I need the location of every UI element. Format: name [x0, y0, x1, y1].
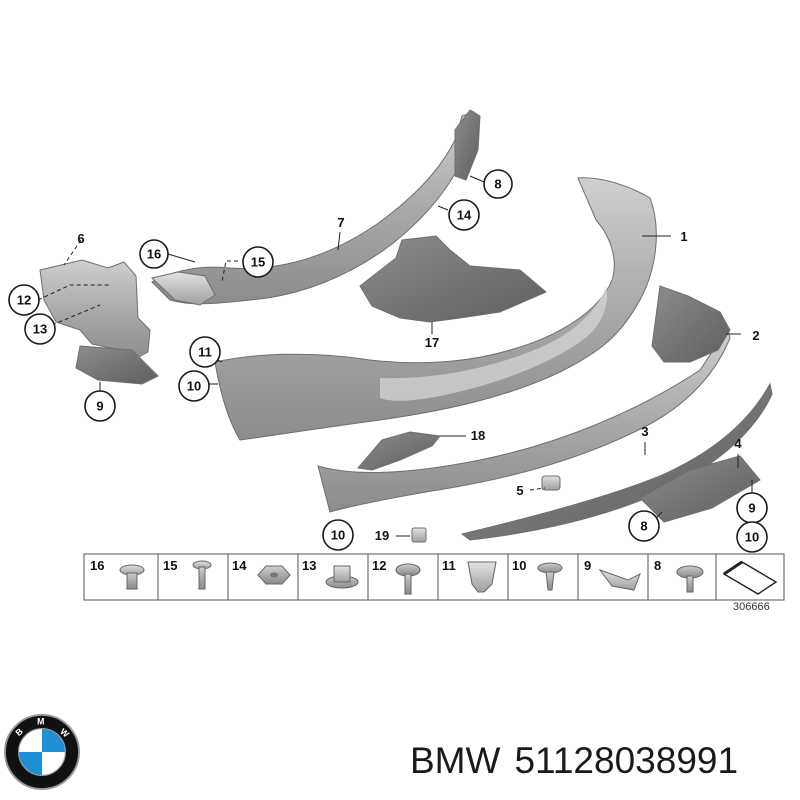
carrier-left-end-part: [150, 271, 216, 306]
svg-text:12: 12: [17, 293, 31, 308]
svg-text:8: 8: [494, 177, 501, 192]
hex-bolt-icon: [676, 565, 704, 593]
callout-10-c: 10: [736, 521, 768, 553]
label-5: 5: [516, 483, 523, 498]
callout-14: 14: [448, 199, 480, 231]
fastener-legend: 16 15 14 13 12 11: [83, 553, 785, 601]
clip-part: [411, 527, 427, 543]
label-2: 2: [752, 328, 759, 343]
side-bracket-lower-part: [75, 345, 159, 385]
clip-nut-icon: [467, 561, 497, 593]
svg-text:11: 11: [198, 345, 212, 360]
diffuser-strip-part: [460, 382, 773, 541]
callout-16: 16: [139, 239, 169, 269]
callout-11: 11: [189, 336, 221, 368]
logo-letter-m: M: [37, 717, 44, 727]
label-1: 1: [680, 229, 687, 244]
flange-nut-icon: [325, 565, 359, 589]
callout-12: 12: [8, 284, 40, 316]
legend-number-16: 16: [90, 558, 104, 573]
legend-number-13: 13: [302, 558, 316, 573]
legend-number-11: 11: [442, 558, 456, 573]
legend-number-12: 12: [372, 558, 386, 573]
lower-trim-part: [317, 328, 731, 513]
callout-9-b: 9: [736, 492, 768, 524]
callout-13: 13: [24, 313, 56, 345]
label-4: 4: [734, 436, 742, 451]
legend-number-9: 9: [584, 558, 591, 573]
push-rivet-icon: [537, 562, 563, 591]
parts-set-symbol-icon: [722, 560, 778, 595]
svg-text:8: 8: [640, 519, 647, 534]
bumper-trim-highlight-part: [380, 286, 608, 401]
underbody-panel-part: [359, 235, 547, 323]
label-3: 3: [641, 424, 648, 439]
side-bracket-part: [39, 259, 151, 363]
leader-lines: [37, 175, 753, 537]
callout-8: 8: [483, 169, 513, 199]
callout-15: 15: [242, 246, 274, 278]
reflector-strip-part: [357, 431, 441, 471]
svg-text:16: 16: [147, 247, 161, 262]
bumper-trim-panel-part: [214, 177, 657, 441]
label-7: 7: [337, 215, 344, 230]
label-19: 19: [375, 528, 389, 543]
callout-10-a: 10: [178, 370, 210, 402]
svg-text:14: 14: [457, 208, 472, 223]
svg-text:13: 13: [33, 322, 47, 337]
label-18: 18: [471, 428, 485, 443]
spring-clip-icon: [598, 568, 641, 591]
label-17: 17: [425, 335, 439, 350]
drawing-number: 306666: [733, 601, 770, 613]
expanding-rivet-icon: [119, 564, 145, 590]
svg-text:15: 15: [251, 255, 265, 270]
callout-10-b: 10: [322, 519, 354, 551]
grille-insert-part: [639, 455, 761, 523]
callout-8-b: 8: [628, 510, 660, 542]
small-cap-part: [541, 475, 561, 491]
legend-number-14: 14: [232, 558, 247, 573]
label-6: 6: [77, 231, 84, 246]
svg-text:9: 9: [96, 399, 103, 414]
callout-9-a: 9: [84, 390, 116, 422]
bmw-roundel-icon: B M W: [3, 713, 81, 791]
svg-text:10: 10: [745, 530, 759, 545]
svg-text:9: 9: [748, 501, 755, 516]
lower-trim-upper-part: [651, 285, 731, 363]
legend-number-10: 10: [512, 558, 526, 573]
legend-number-15: 15: [163, 558, 177, 573]
carrier-bracket-part: [454, 109, 481, 181]
bolt-icon: [395, 563, 421, 595]
part-number: 51128038991: [514, 740, 739, 781]
hex-nut-icon: [257, 565, 291, 585]
svg-text:10: 10: [331, 528, 345, 543]
legend-number-8: 8: [654, 558, 661, 573]
brand-name: BMW: [410, 740, 501, 781]
logo-letter-b: B: [13, 726, 24, 738]
svg-text:10: 10: [187, 379, 201, 394]
part-caption: BMW 51128038991: [410, 740, 752, 782]
screw-icon: [192, 560, 212, 590]
